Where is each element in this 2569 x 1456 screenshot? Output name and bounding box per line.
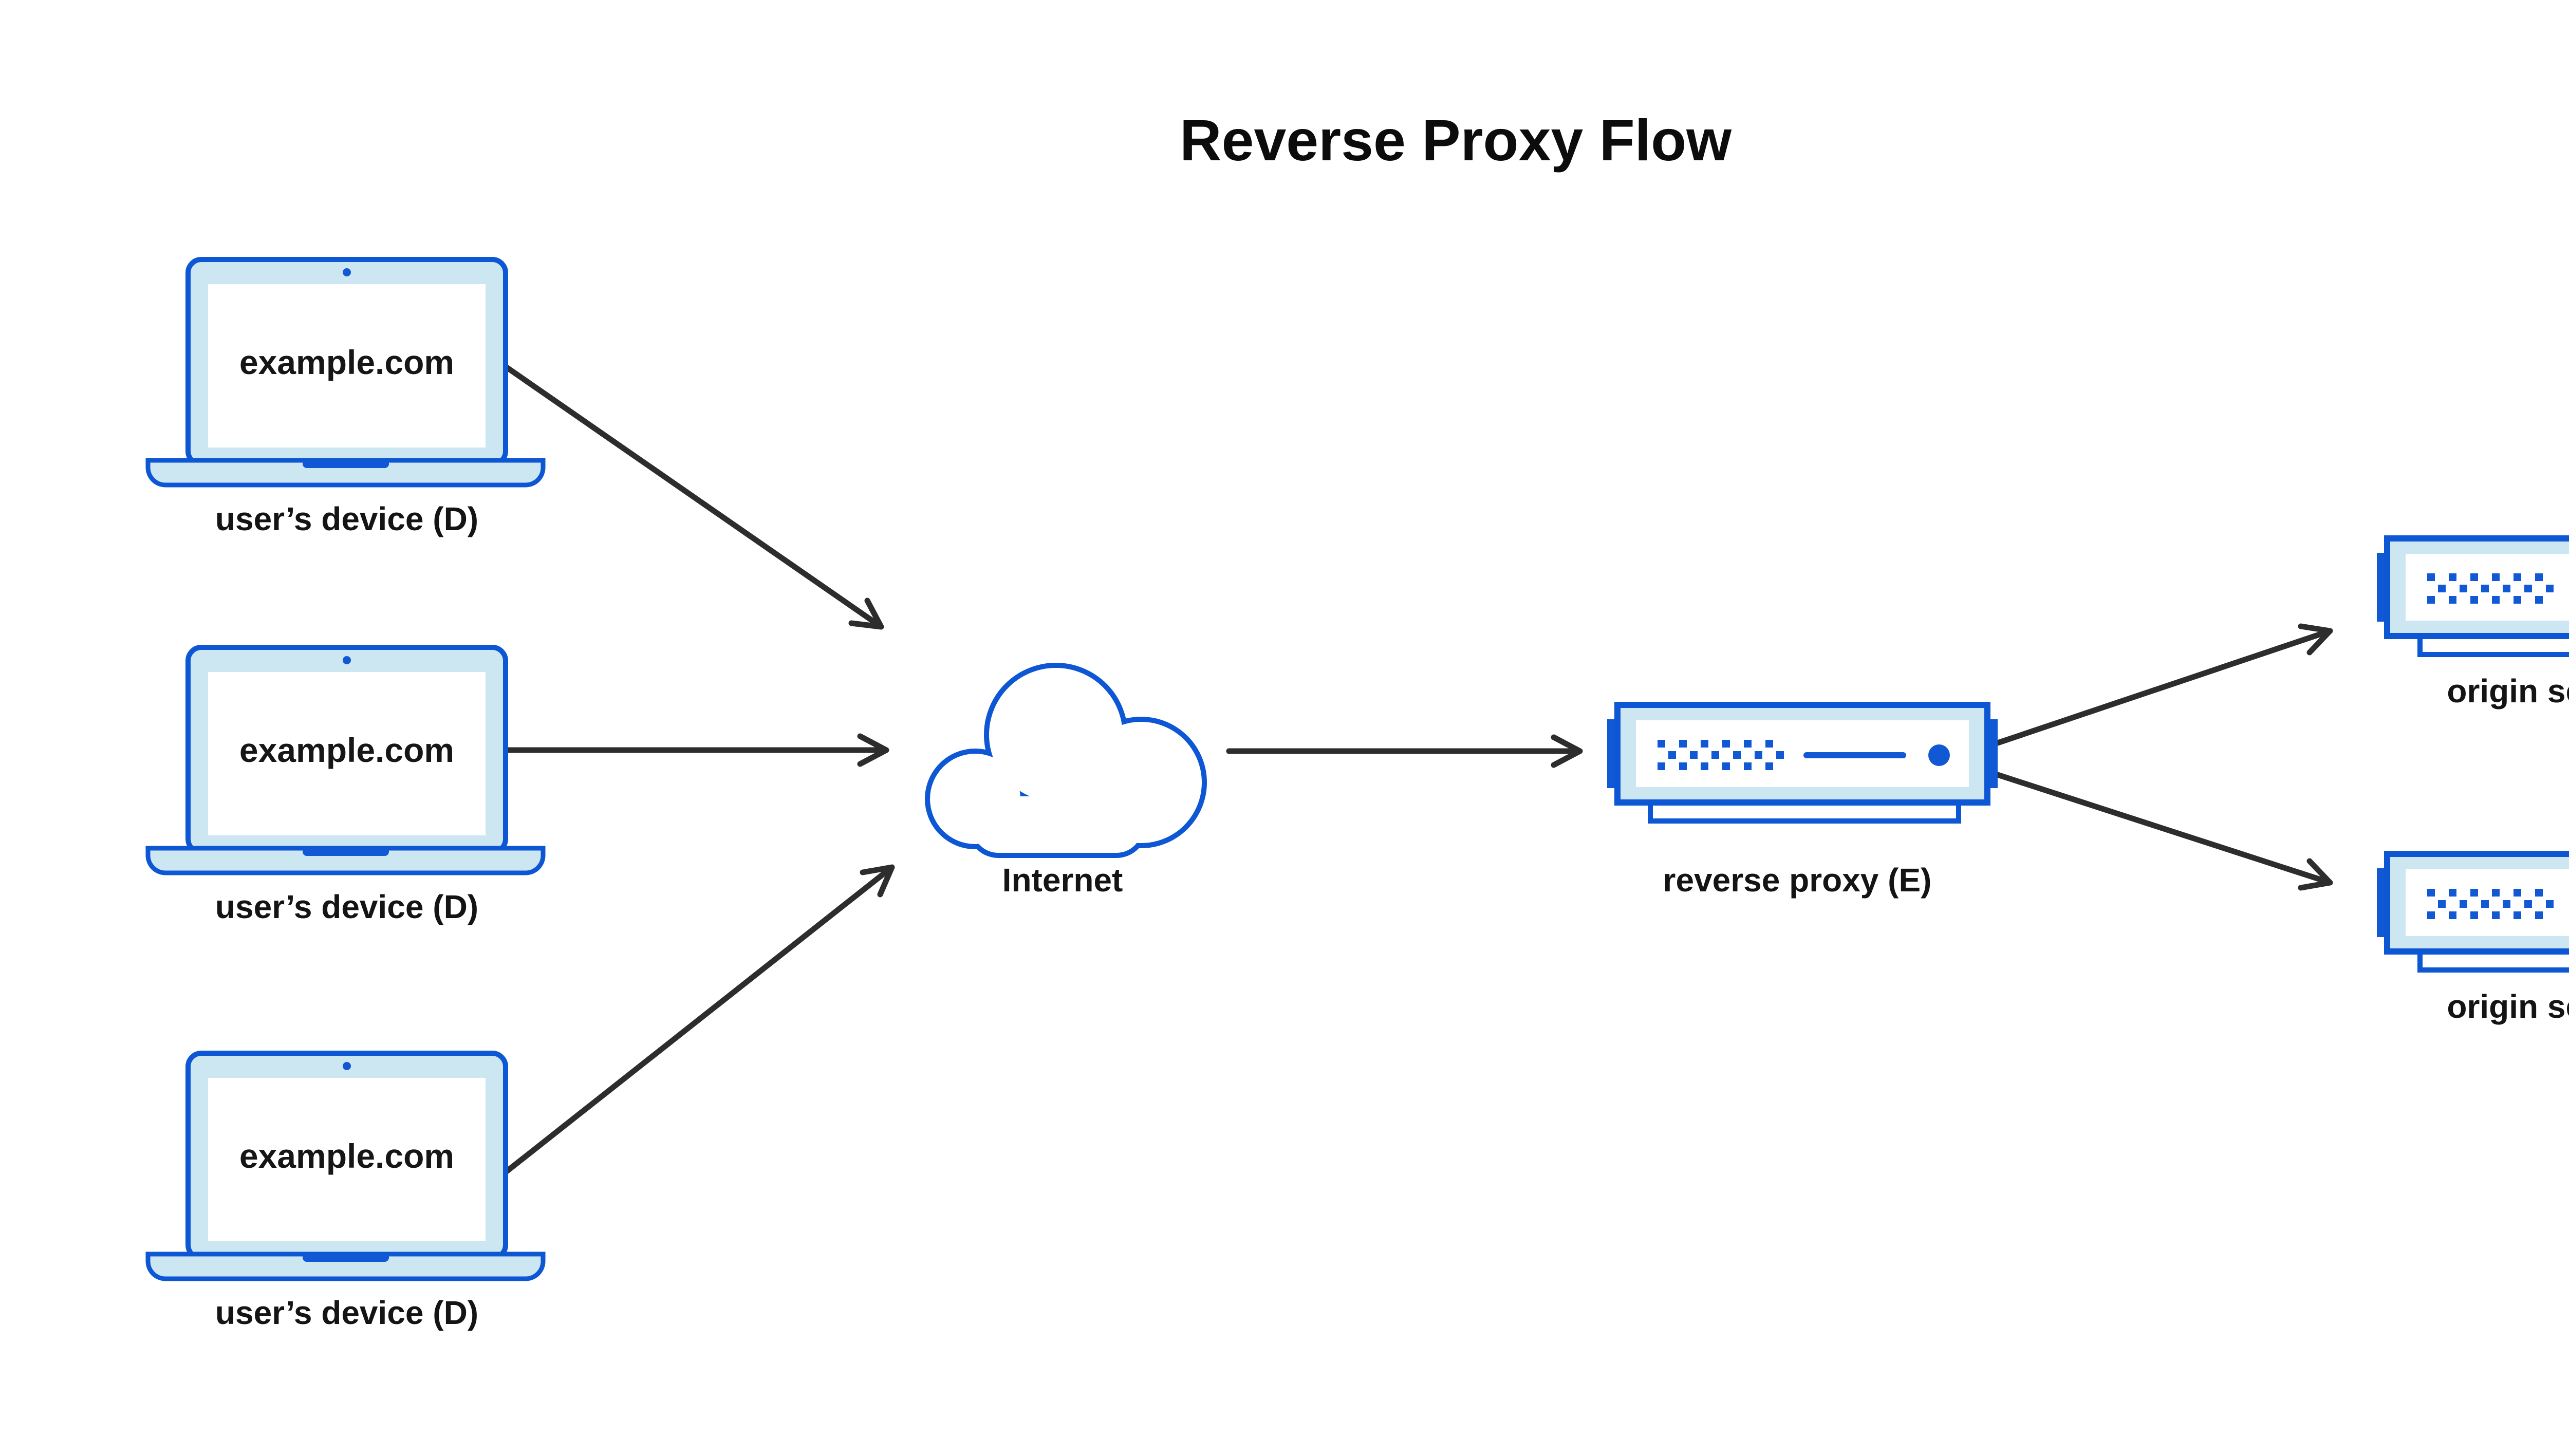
arrow-device2-to-internet	[504, 733, 889, 767]
server-icon	[1607, 705, 1998, 821]
device-caption: user’s device (D)	[215, 1294, 478, 1331]
node-origin-server-1: origin server (F)	[2377, 538, 2569, 710]
node-user-device-2: example.com user’s device (D)	[148, 647, 543, 925]
reverse-proxy-label: reverse proxy (E)	[1663, 862, 1932, 899]
node-user-device-1: example.com user’s device (D)	[148, 259, 543, 537]
server-icon	[2377, 854, 2569, 970]
node-internet: Internet	[925, 663, 1207, 899]
internet-label: Internet	[1002, 862, 1123, 899]
device-screen-text: example.com	[239, 1137, 454, 1175]
arrow-internet-to-proxy	[1226, 734, 1583, 768]
node-origin-server-2: origin server (F)	[2377, 854, 2569, 1025]
origin-server-label: origin server (F)	[2447, 988, 2569, 1025]
device-screen-text: example.com	[239, 343, 454, 381]
node-reverse-proxy: reverse proxy (E)	[1607, 705, 1998, 899]
page-title: Reverse Proxy Flow	[1180, 108, 1732, 173]
node-user-device-3: example.com user’s device (D)	[148, 1053, 543, 1331]
origin-server-label: origin server (F)	[2447, 673, 2569, 710]
arrow-device3-to-internet	[504, 864, 895, 1174]
device-caption: user’s device (D)	[215, 500, 478, 537]
server-icon	[2377, 538, 2569, 655]
device-screen-text: example.com	[239, 731, 454, 769]
arrow-device1-to-internet	[504, 364, 884, 630]
cloud-icon	[925, 663, 1207, 858]
arrow-proxy-to-origin2	[1995, 772, 2333, 891]
device-caption: user’s device (D)	[215, 888, 478, 925]
arrow-proxy-to-origin1	[1995, 623, 2333, 746]
